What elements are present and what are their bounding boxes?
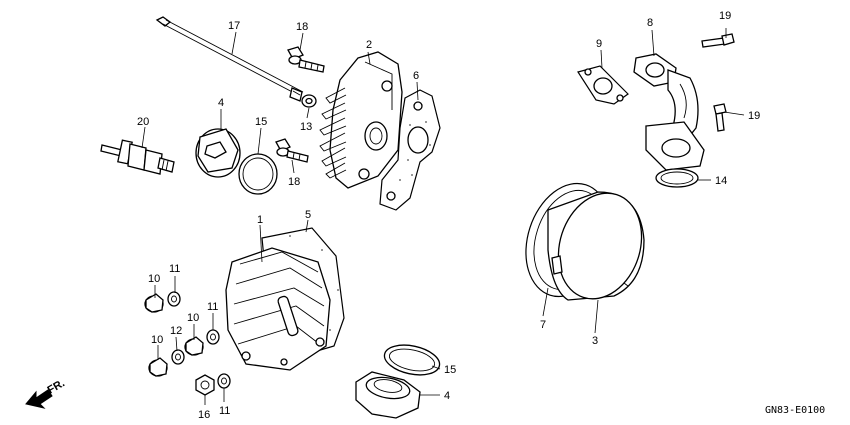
bolt-top-right [701, 33, 735, 48]
tappet-cap-lower [355, 371, 421, 419]
callout-19-top: 19 [719, 10, 731, 22]
callout-8: 8 [647, 17, 653, 29]
head-cover-gasket [379, 89, 441, 211]
callout-10-a: 10 [148, 273, 160, 285]
washer [301, 94, 317, 108]
direction-label: FR. [46, 377, 67, 396]
cap-nut-1 [144, 293, 164, 313]
callout-13: 13 [300, 121, 312, 133]
callout-6: 6 [413, 70, 419, 82]
callout-16: 16 [198, 409, 210, 421]
callout-18-lower: 18 [288, 176, 300, 188]
callout-10-c: 10 [151, 334, 163, 346]
bolt-right [713, 103, 727, 132]
callout-11-a: 11 [169, 263, 180, 275]
front-direction-arrow: FR. [25, 377, 67, 409]
callout-7: 7 [540, 319, 546, 331]
callout-11-b: 11 [207, 301, 218, 313]
callout-18-top: 18 [296, 21, 308, 33]
plain-washer [171, 349, 185, 365]
washer-2 [206, 329, 220, 345]
o-ring-upper [238, 153, 278, 195]
insulator-gasket [577, 65, 629, 105]
air-cleaner-cover [547, 191, 645, 301]
cap-nut-3 [148, 357, 168, 377]
callout-19-right: 19 [748, 110, 760, 122]
callout-17: 17 [228, 20, 240, 32]
callout-20: 20 [137, 116, 149, 128]
callout-9: 9 [596, 38, 602, 50]
spark-plug [100, 139, 175, 175]
callout-labels: 17 18 2 6 4 15 13 20 18 1 5 10 11 10 11 … [137, 10, 760, 421]
callout-3: 3 [592, 335, 598, 347]
flange-bolt [287, 46, 325, 73]
cylinder-head-side-cover [319, 51, 403, 189]
callout-2: 2 [366, 39, 372, 51]
callout-5: 5 [305, 209, 311, 221]
o-ring-intake [655, 168, 699, 188]
callout-15-top: 15 [255, 116, 267, 128]
cap-nut-2 [184, 336, 204, 356]
stud-bolt [155, 16, 304, 102]
callout-4-lower: 4 [444, 390, 450, 402]
leader-lines [141, 28, 745, 405]
flange-bolt-lower [275, 138, 309, 163]
tappet-cap-upper [195, 128, 241, 178]
callout-4-top: 4 [218, 97, 224, 109]
washer-3 [217, 373, 231, 389]
callout-12: 12 [170, 325, 182, 337]
o-ring-lower [383, 344, 441, 376]
callout-14: 14 [715, 175, 727, 187]
callout-10-b: 10 [187, 312, 199, 324]
intake-pipe [633, 53, 705, 171]
callout-1: 1 [257, 214, 263, 226]
washer-1 [167, 291, 181, 307]
drawing-code: GN83-E0100 [765, 405, 825, 416]
callout-15-lower: 15 [444, 364, 456, 376]
callout-11-c: 11 [219, 405, 230, 417]
cylinder-head [225, 247, 331, 371]
hex-nut [195, 374, 215, 396]
